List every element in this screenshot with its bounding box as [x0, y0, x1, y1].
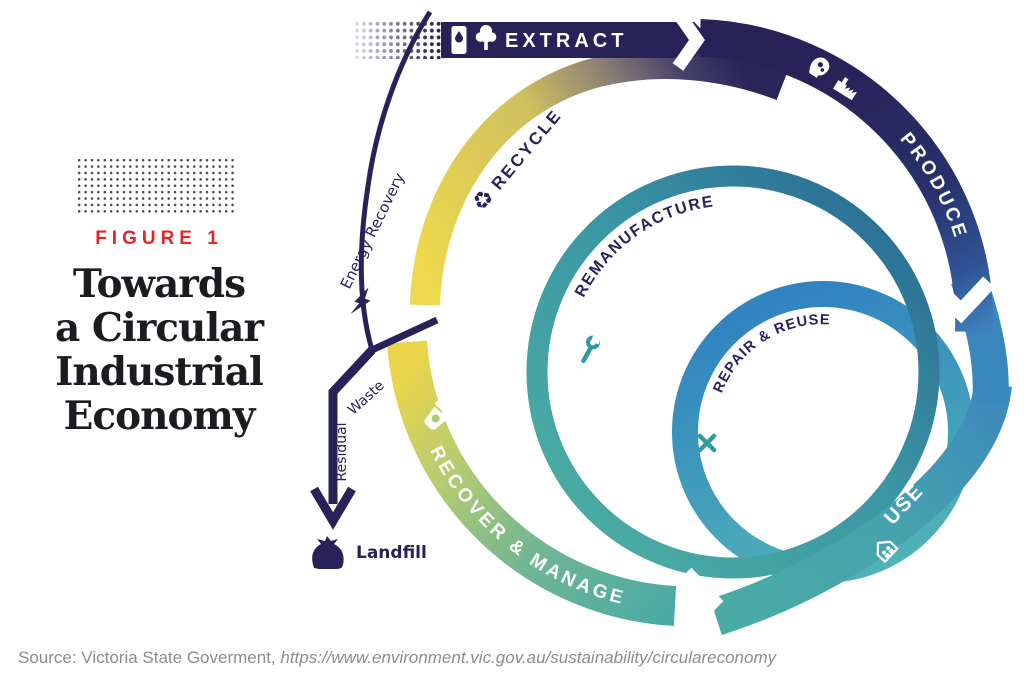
recycle-arrows-icon: ♻ — [467, 184, 500, 217]
extract-halftone-lead-in — [352, 21, 444, 59]
recycle-return-band — [410, 49, 788, 306]
title-line: a Circular — [55, 305, 264, 351]
remanufacture-loop-band — [526, 165, 940, 579]
extract-label: EXTRACT — [505, 30, 627, 52]
use-band — [710, 382, 1012, 636]
title-line: Industrial — [55, 349, 264, 395]
figure-kicker: FIGURE 1 — [95, 228, 223, 249]
produce-band — [699, 19, 994, 333]
extract-band — [441, 22, 712, 58]
source-prefix: Source: Victoria State Goverment, — [18, 648, 281, 667]
wheelie-bin-icon — [424, 400, 454, 430]
figure-title-block: FIGURE 1 Towards a Circular Industrial E… — [30, 228, 288, 438]
wrench-icon — [581, 335, 601, 364]
landfill-label: Landfill — [356, 543, 427, 563]
waste-label: Waste — [345, 378, 388, 419]
energy-recovery-label: Energy Recovery — [337, 170, 409, 292]
source-url: https://www.environment.vic.gov.au/susta… — [280, 648, 777, 667]
factory-icon — [833, 77, 858, 101]
lightning-icon — [350, 287, 371, 315]
source-citation: Source: Victoria State Goverment, https:… — [18, 648, 776, 668]
crossed-tools-icon — [697, 433, 717, 453]
title-line: Economy — [63, 393, 256, 439]
halftone-dots-decoration — [76, 157, 234, 214]
waste-bag-icon — [312, 536, 344, 569]
landfill-arrowhead — [310, 486, 356, 530]
tree-icon — [475, 25, 497, 50]
title-line: Towards — [72, 261, 246, 307]
chevron-extract — [672, 9, 705, 71]
chevron-produce-use — [930, 276, 995, 324]
recover-manage-band — [387, 340, 677, 626]
chevron-recover-use — [680, 567, 724, 635]
residual-waste-line — [328, 346, 376, 504]
home-people-icon — [876, 540, 899, 564]
waste-exit-line — [370, 316, 439, 354]
design-head-icon — [809, 57, 830, 78]
fuel-can-icon — [451, 26, 467, 54]
residual-label: Residual — [334, 422, 350, 481]
